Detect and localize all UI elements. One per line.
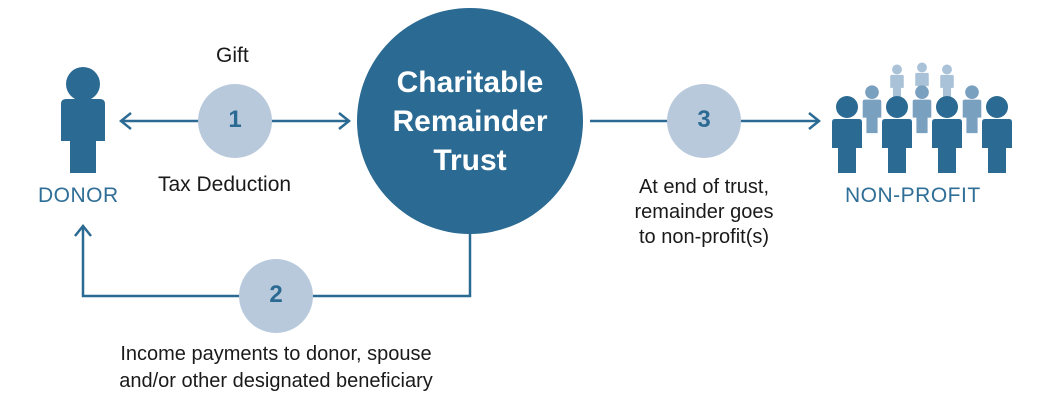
donor-person-icon [61, 67, 105, 173]
donor-label: DONOR [38, 184, 119, 207]
nonprofit-group-icon [832, 62, 1012, 173]
gift-label: Gift [216, 44, 249, 67]
income-payments-line-1: Income payments to donor, spouse [120, 343, 432, 365]
step-2-number: 2 [269, 281, 283, 308]
step-3-number: 3 [697, 106, 711, 133]
trust-circle [357, 8, 583, 234]
step-2-circle [239, 259, 313, 333]
nonprofit-label: NON-PROFIT [845, 184, 981, 207]
end-of-trust-line-3: to non-profit(s) [638, 226, 770, 248]
end-of-trust-line-2: remainder goes [634, 201, 774, 223]
tax-deduction-label: Tax Deduction [158, 173, 292, 196]
end-of-trust-line-1: At end of trust, [638, 176, 770, 198]
step-1-number: 1 [228, 106, 242, 133]
trust-title-line-1: Charitable [396, 66, 544, 99]
trust-title-line-2: Remainder [392, 105, 548, 138]
step-3-circle [667, 84, 741, 158]
trust-title-line-3: Trust [433, 144, 507, 177]
step-1-circle [198, 84, 272, 158]
income-payments-line-2: and/or other designated beneficiary [119, 370, 433, 392]
